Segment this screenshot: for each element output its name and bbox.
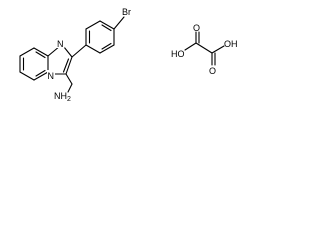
atom-label-amine: NH2 — [54, 91, 71, 101]
double-bond — [101, 42, 112, 50]
double-bond — [35, 69, 46, 77]
double-bond — [35, 51, 46, 59]
imidazole-ring — [47, 45, 73, 75]
bond — [71, 44, 87, 58]
double-bond — [62, 58, 70, 73]
atom-label-ho-left: HO — [171, 49, 185, 59]
bond — [99, 20, 115, 30]
atom-label-n-bridge: N — [48, 71, 55, 81]
bond — [65, 56, 73, 75]
atom-label-bromine: Br — [122, 7, 131, 17]
aminomethyl-group — [65, 73, 73, 93]
structure-canvas: N N Br NH2 O OH HO O — [19, 7, 238, 101]
atom-label-o-top: O — [193, 23, 200, 33]
atom-label-o-bottom: O — [209, 66, 216, 76]
atom-label-oh-right: OH — [224, 39, 238, 49]
bond — [211, 45, 225, 54]
bond — [67, 83, 73, 93]
bond — [63, 46, 73, 58]
pyridine-ring — [19, 47, 49, 81]
imidazopyridine-molecule: N N Br NH2 — [19, 7, 131, 101]
oxalic-acid-molecule: O OH HO O — [171, 23, 238, 76]
bond — [85, 44, 101, 54]
bond — [195, 42, 213, 54]
atom-label-n-ring: N — [57, 39, 64, 49]
double-bond — [101, 24, 112, 32]
bond — [33, 47, 49, 57]
bond — [65, 73, 73, 85]
bond — [113, 16, 125, 30]
subscript-2: 2 — [67, 96, 71, 101]
bond — [19, 71, 35, 81]
bond — [85, 20, 101, 30]
bond — [19, 47, 35, 57]
bromophenyl-ring — [71, 16, 125, 58]
bond — [99, 44, 115, 54]
bond — [184, 42, 197, 51]
bond — [33, 71, 49, 81]
